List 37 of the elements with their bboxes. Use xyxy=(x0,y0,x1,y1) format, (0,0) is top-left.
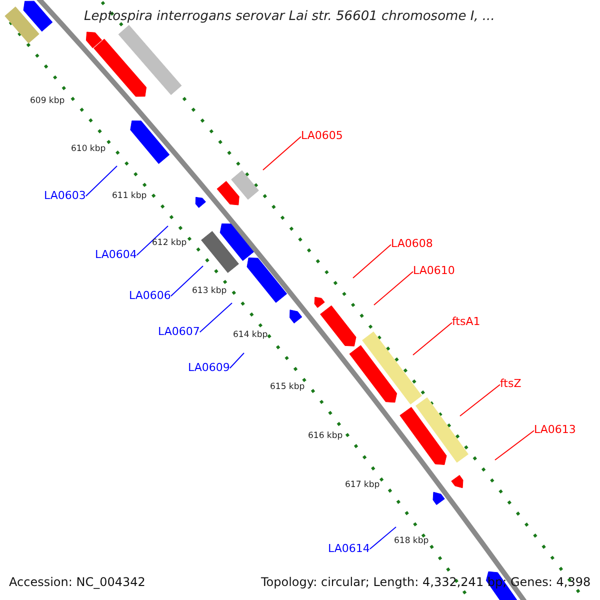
gene-label: LA0609 xyxy=(188,362,230,373)
map-title: Leptospira interrogans serovar Lai str. 56601 chromosome I, ... xyxy=(84,10,495,23)
gene-label: LA0613 xyxy=(534,424,576,435)
leader-line xyxy=(229,352,244,369)
scale-label: 611 kbp xyxy=(112,192,147,200)
gene-label: LA0607 xyxy=(158,326,200,337)
gene-label: LA0605 xyxy=(301,130,343,141)
leader-line xyxy=(369,526,396,550)
leader-line xyxy=(262,136,302,170)
gene-label: LA0610 xyxy=(413,265,455,276)
scale-label: 614 kbp xyxy=(233,331,268,340)
leader-line xyxy=(460,384,500,416)
gene-label: LA0614 xyxy=(328,543,370,554)
leader-line xyxy=(85,166,118,197)
scale-label: 613 kbp xyxy=(192,287,227,296)
gene-label: ftsZ xyxy=(500,378,522,389)
leader-line xyxy=(199,302,232,333)
leader-line xyxy=(494,430,534,460)
gene-label: LA0603 xyxy=(44,190,86,201)
scale-label: 616 kbp xyxy=(308,432,343,440)
genome-stats-text: Topology: circular; Length: 4,332,241 bp; Genes: 4,398 xyxy=(261,576,591,588)
accession-text: Accession: NC_004342 xyxy=(9,576,146,588)
gene-label: LA0604 xyxy=(95,249,137,260)
leader-line xyxy=(352,244,392,278)
gene-label: LA0606 xyxy=(129,290,171,301)
gene-label: LA0608 xyxy=(391,238,433,249)
scale-label: 609 kbp xyxy=(30,97,65,106)
leader-line xyxy=(412,322,452,356)
leader-line xyxy=(136,226,168,256)
scale-label: 615 kbp xyxy=(270,383,305,392)
gene-label: ftsA1 xyxy=(452,316,480,327)
scale-label: 610 kbp xyxy=(71,145,106,154)
scale-label: 612 kbp xyxy=(152,239,187,248)
leader-line xyxy=(170,266,204,297)
scale-label: 617 kbp xyxy=(345,481,380,490)
leader-line xyxy=(374,271,414,306)
scale-label: 618 kbp xyxy=(394,537,429,546)
